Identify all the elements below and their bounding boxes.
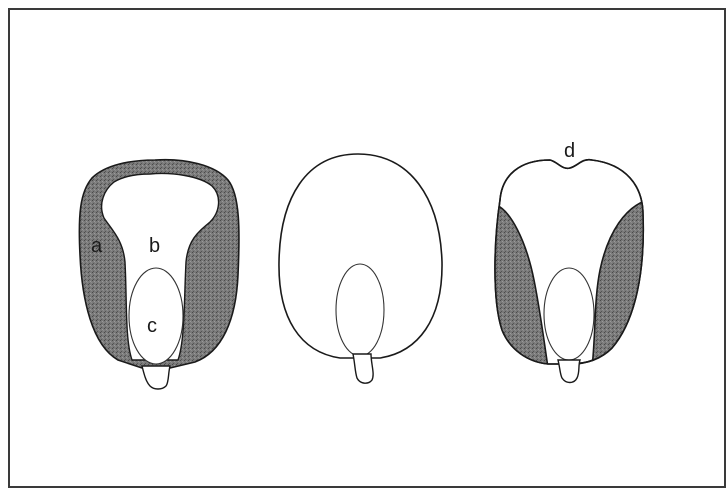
kernel-middle-germ — [336, 264, 384, 356]
label-b: b — [149, 235, 160, 257]
label-d: d — [564, 140, 575, 162]
label-c: c — [147, 315, 157, 337]
kernel-right-germ — [544, 268, 594, 360]
label-a: a — [91, 235, 103, 257]
